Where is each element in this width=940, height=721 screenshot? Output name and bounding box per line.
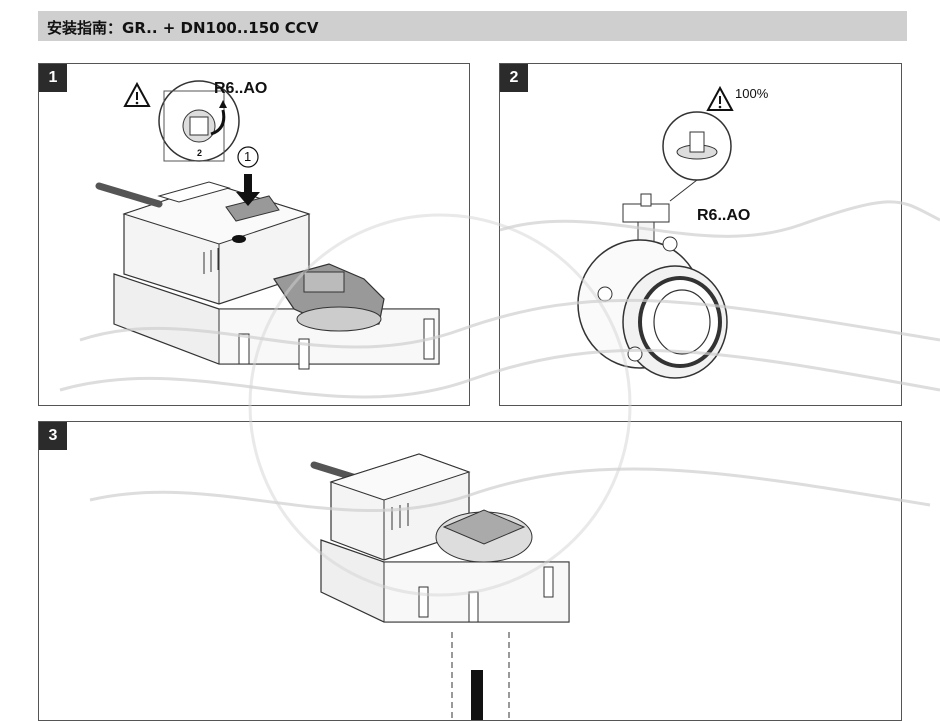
step-number: 2	[500, 64, 528, 92]
page-header: 安装指南：GR.. + DN100..150 CCV	[38, 11, 907, 41]
panel-step-2: 2 100% R6..AO	[499, 63, 902, 406]
page-title: 安装指南：GR.. + DN100..150 CCV	[47, 19, 319, 37]
panel-step-1: 1 R6..AO 1 2	[38, 63, 470, 406]
panel-step-3: 3	[38, 421, 902, 721]
warning-value: 100%	[735, 86, 769, 101]
model-label: R6..AO	[697, 207, 751, 224]
step-number: 3	[39, 422, 67, 450]
actuator-illustration	[95, 80, 440, 370]
step-marker: 1	[244, 149, 252, 164]
assembly-illustration	[310, 453, 570, 720]
valve-illustration	[577, 85, 734, 379]
step-number: 1	[39, 64, 67, 92]
model-label: R6..AO	[214, 80, 268, 97]
arrow-index: 2	[197, 148, 203, 158]
